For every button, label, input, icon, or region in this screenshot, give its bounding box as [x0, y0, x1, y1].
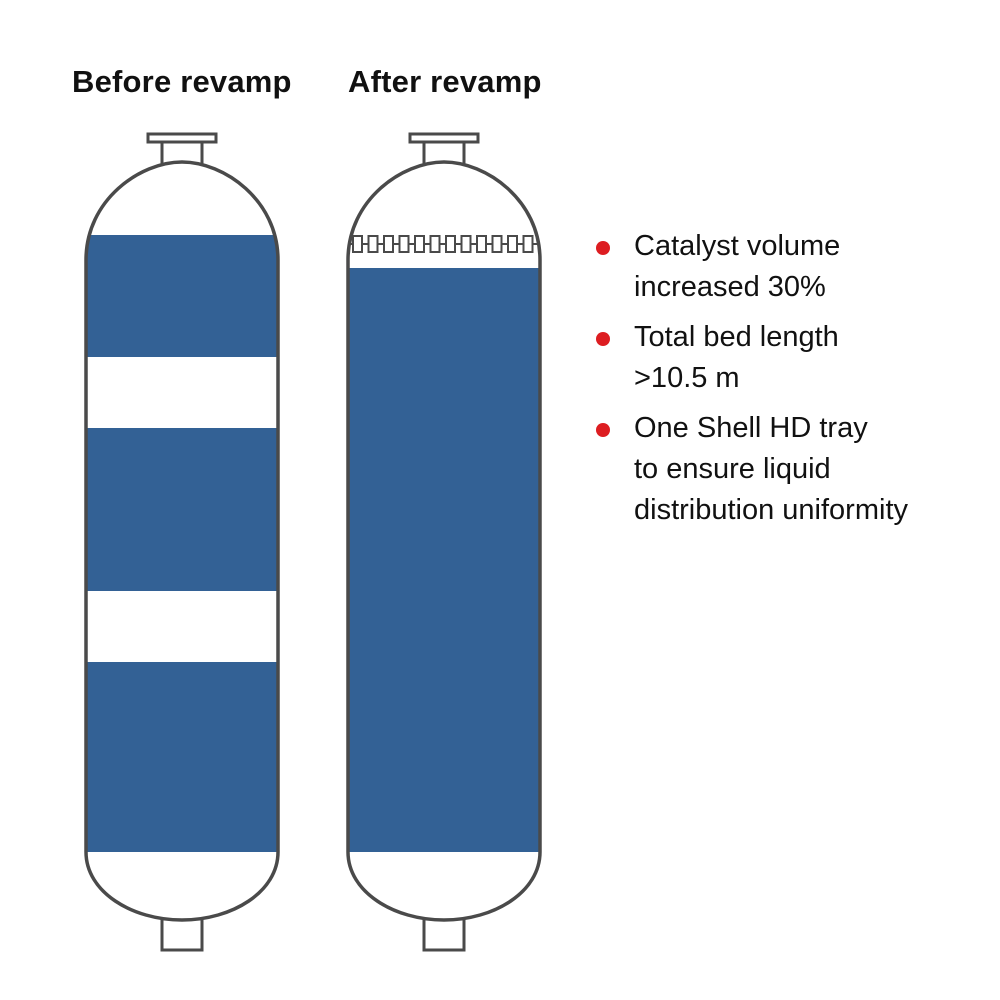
before-revamp-title: Before revamp — [72, 64, 292, 99]
highlight-line: One Shell HD tray — [634, 412, 868, 444]
tray-element — [383, 235, 394, 253]
catalyst-bed-3 — [86, 662, 278, 852]
red-dot-icon — [596, 241, 610, 255]
top-nozzle — [408, 132, 480, 166]
highlight-line: Catalyst volume — [634, 230, 841, 262]
highlight-line: increased 30% — [634, 271, 826, 303]
highlight-line: distribution uniformity — [634, 494, 908, 526]
vessel-shell — [346, 160, 542, 922]
tray-element — [445, 235, 456, 253]
tray-element — [460, 235, 472, 253]
highlight-line: >10.5 m — [634, 362, 740, 394]
highlight-line: to ensure liquid — [634, 453, 831, 485]
catalyst-bed — [348, 268, 540, 852]
highlights-list: Catalyst volume increased 30% Total bed … — [596, 226, 986, 540]
highlight-item: Total bed length >10.5 m — [596, 317, 986, 399]
top-nozzle — [146, 132, 218, 166]
tray-element — [414, 235, 425, 253]
tray-element — [352, 235, 363, 253]
tray-element — [522, 235, 534, 253]
red-dot-icon — [596, 332, 610, 346]
tray-element — [507, 235, 518, 253]
catalyst-bed-1 — [86, 235, 278, 357]
bottom-nozzle — [422, 916, 466, 952]
bottom-nozzle — [160, 916, 204, 952]
highlight-item: Catalyst volume increased 30% — [596, 226, 986, 308]
after-revamp-title: After revamp — [348, 64, 542, 99]
red-dot-icon — [596, 423, 610, 437]
vessel-shell — [84, 160, 280, 922]
catalyst-bed-2 — [86, 428, 278, 591]
highlight-line: Total bed length — [634, 321, 839, 353]
tray-element — [491, 235, 503, 253]
highlight-item: One Shell HD tray to ensure liquid distr… — [596, 408, 986, 531]
tray-element — [476, 235, 487, 253]
tray-element — [429, 235, 441, 253]
tray-element — [367, 235, 379, 253]
tray-element — [398, 235, 410, 253]
before-vessel — [84, 132, 280, 952]
distribution-tray-icon — [350, 235, 538, 253]
after-vessel — [346, 132, 542, 952]
